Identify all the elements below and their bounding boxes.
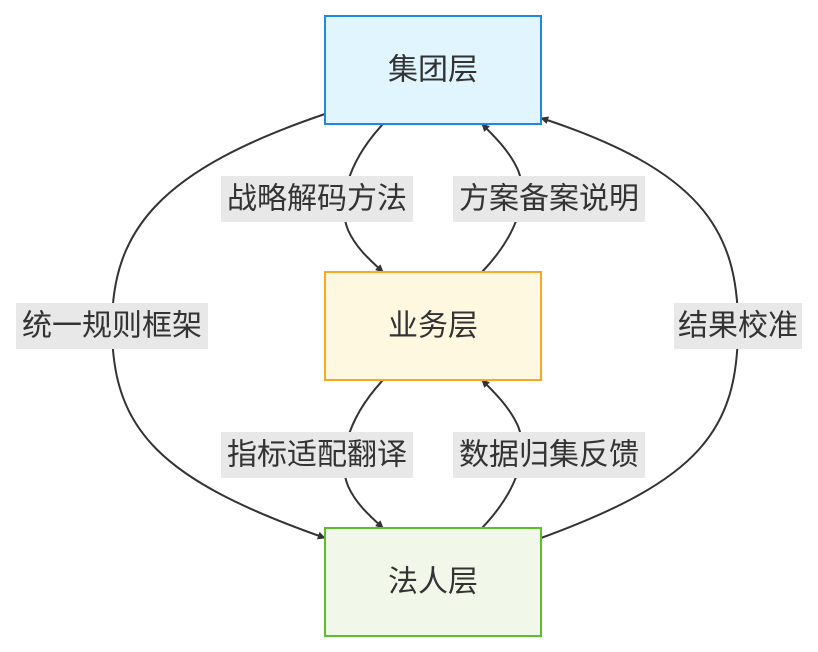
edge-label-strategy-decode: 战略解码方法: [221, 176, 413, 222]
node-box-entity: [324, 527, 542, 637]
node-entity-layer[interactable]: 法人层: [324, 527, 542, 637]
label-text-strategy-decode: 战略解码方法: [227, 182, 407, 217]
edge-label-data-feedback: 数据归集反馈: [453, 432, 645, 478]
edge-label-unified-rules: 统一规则框架: [16, 303, 208, 349]
edge-label-indicator-translation: 指标适配翻译: [221, 432, 413, 478]
node-box-business: [324, 271, 542, 381]
label-text-result-calibration: 结果校准: [678, 309, 798, 344]
label-bg-unified-rules: [16, 303, 208, 349]
node-group-layer[interactable]: 集团层: [324, 15, 542, 125]
edge-strategy-decode: [342, 123, 384, 273]
edge-line-plan-filing: [481, 123, 523, 273]
edge-plan-filing: [481, 123, 523, 273]
node-business-layer[interactable]: 业务层: [324, 271, 542, 381]
label-bg-indicator-translation: [221, 432, 413, 478]
edge-label-plan-filing: 方案备案说明: [453, 176, 645, 222]
edge-line-indicator-translation: [342, 379, 384, 529]
edge-line-data-feedback: [481, 379, 523, 529]
edge-label-result-calibration: 结果校准: [674, 303, 802, 349]
edge-indicator-translation: [342, 379, 384, 529]
label-text-indicator-translation: 指标适配翻译: [227, 438, 407, 473]
label-bg-result-calibration: [674, 303, 802, 349]
label-bg-data-feedback: [453, 432, 645, 478]
label-text-plan-filing: 方案备案说明: [459, 182, 639, 217]
node-label-entity: 法人层: [388, 565, 478, 600]
node-label-group: 集团层: [388, 53, 478, 88]
label-text-unified-rules: 统一规则框架: [22, 309, 202, 344]
label-text-data-feedback: 数据归集反馈: [459, 438, 639, 473]
node-label-business: 业务层: [388, 309, 478, 344]
edge-line-strategy-decode: [342, 123, 384, 273]
label-bg-strategy-decode: [221, 176, 413, 222]
node-box-group: [324, 15, 542, 125]
label-bg-plan-filing: [453, 176, 645, 222]
edge-data-feedback: [481, 379, 523, 529]
